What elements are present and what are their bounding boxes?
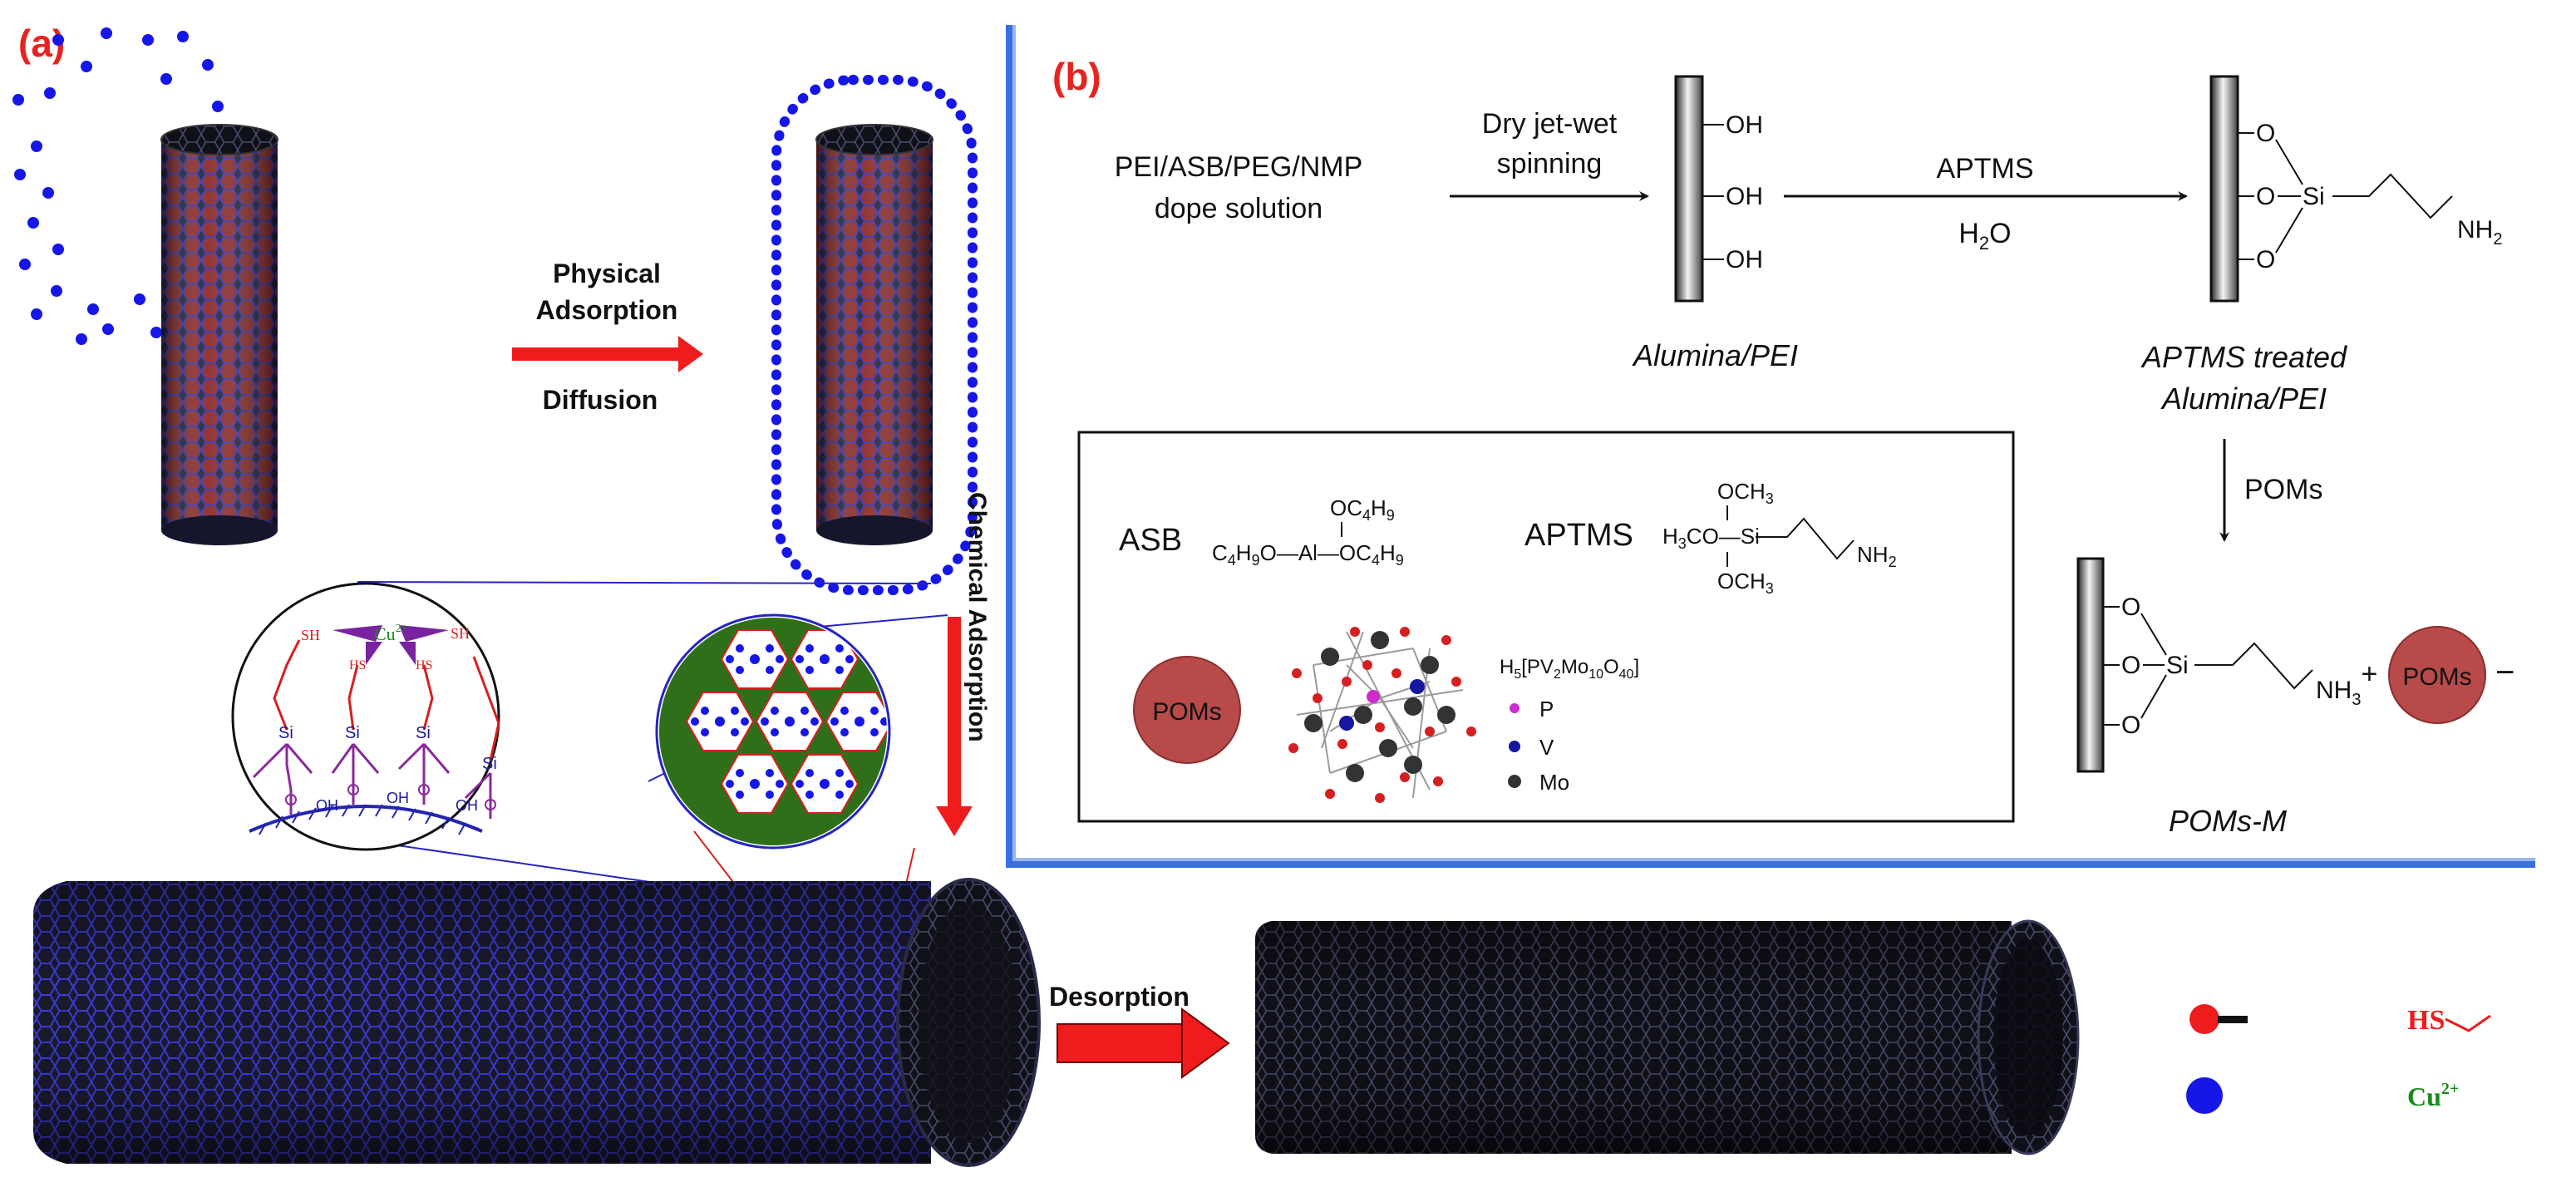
spinning-label-line2: spinning (1497, 148, 1603, 180)
poms-legend-label: POMs (1152, 698, 1221, 726)
panel-b-frame (1006, 25, 2535, 868)
arrow-label-chemical-adsorption: Chemical Adsorption (963, 492, 991, 742)
alumina-pei-label: Alumina/PEI (1632, 338, 1798, 372)
aptms-structure: OCH3 H3CO—Si OCH3 NH2 (1662, 479, 1897, 597)
aptms-structure-label: APTMS (1524, 518, 1633, 553)
desorption-label: Desorption (1049, 982, 1189, 1012)
zoom-oh-3: OH (456, 797, 478, 814)
ammonium-nh: NH (2316, 677, 2352, 704)
poms-m-si: Si (2166, 652, 2189, 679)
reagent-legend-box: ASB OC4H9 C4H9O—Al—OC4H9 APTMS OCH3 H3CO… (1077, 431, 2015, 823)
svg-text:H2O: H2O (1958, 218, 2011, 254)
oh-group-2: OH (1726, 183, 1763, 210)
poms-m-o-1: O (2121, 594, 2140, 621)
aptms-treated-membrane: O O O Si NH2 (2209, 75, 2502, 303)
arrow-label-physical: Physical (553, 259, 661, 288)
zoom-si-3: Si (416, 724, 431, 742)
loaded-membrane-large-tube (33, 878, 1041, 1167)
zoom-sh-right: SH (451, 625, 470, 642)
vanadium-key-dot (1509, 741, 1520, 752)
svg-text:OC4H9: OC4H9 (1330, 495, 1395, 524)
zoom-si-1: Si (278, 724, 293, 742)
spinning-label-line1: Dry jet-wet (1482, 108, 1618, 140)
zoom-hs-left: HS (349, 658, 366, 672)
amine-sub: 2 (2493, 230, 2502, 249)
hydroxyl-symbol (2189, 1004, 2219, 1034)
phosphorus-key-label: P (1539, 697, 1554, 722)
poms-anion-label: POMs (2402, 663, 2471, 691)
aptms-reagent-label: APTMS (1936, 153, 2033, 185)
svg-text:NH2: NH2 (1857, 542, 1897, 570)
phosphorus-key-dot (1510, 703, 1519, 713)
svg-text:OCH3: OCH3 (1717, 479, 1774, 507)
ammonium-sub: 3 (2352, 691, 2361, 709)
asb-structure: OC4H9 C4H9O—Al—OC4H9 (1212, 495, 1404, 569)
svg-text:C4H9O—Al—OC4H9: C4H9O—Al—OC4H9 (1212, 540, 1404, 569)
oh-group-3: OH (1726, 246, 1763, 273)
cu-ion-symbol (2186, 1077, 2223, 1114)
physical-adsorption-arrow: Physical Adsorption Diffusion (512, 259, 703, 415)
panel-b-label: (b) (1052, 55, 1101, 98)
poms-minus: − (2495, 654, 2514, 691)
hexagonal-pore-zoom-circle (655, 613, 891, 850)
zoom-oh-2: OH (387, 790, 409, 806)
treated-label-line1: APTMS treated (2140, 340, 2347, 374)
zoom-si-4: Si (482, 755, 497, 773)
poms-cluster-model (1288, 627, 1476, 803)
water-h: H (1958, 218, 1979, 249)
vanadium-key-label: V (1539, 735, 1554, 760)
dope-solution-line2: dope solution (1155, 193, 1322, 224)
svg-text:Cu2+: Cu2+ (374, 623, 408, 644)
o-atom-3: O (2256, 246, 2275, 273)
zoom-si-2: Si (345, 724, 360, 742)
legend-cu-label: Cu (2407, 1081, 2441, 1111)
zoom-hs-right: HS (416, 658, 432, 672)
treated-label-line2: Alumina/PEI (2160, 382, 2327, 416)
zoom-cu-text: Cu (374, 623, 396, 644)
desorption-arrow: Desorption (1049, 982, 1230, 1079)
zoom-cu-charge: 2+ (396, 623, 408, 635)
adsorbed-membrane-tube (771, 75, 978, 595)
dope-solution-line1: PEI/ASB/PEG/NMP (1115, 151, 1363, 183)
arrow-label-diffusion: Diffusion (543, 385, 658, 415)
alumina-pei-membrane: OH OH OH (1674, 75, 1763, 303)
o-atom-1: O (2256, 120, 2275, 147)
svg-text:H3CO—Si: H3CO—Si (1662, 524, 1760, 552)
legend-cu-charge: 2+ (2441, 1080, 2459, 1098)
svg-text:OCH3: OCH3 (1717, 569, 1774, 597)
legend-hs-label: HS (2407, 1005, 2445, 1036)
zoom-oh-1: OH (316, 797, 338, 814)
molybdenum-key-label: Mo (1539, 770, 1569, 795)
poms-anion (2388, 626, 2486, 724)
svg-text:NH3+: NH3+ (2316, 658, 2377, 709)
molybdenum-key-dot (1508, 775, 1521, 788)
poms-m-label: POMs-M (2169, 804, 2287, 838)
chemical-adsorption-arrow: Chemical Adsorption (936, 492, 991, 836)
poms-formula: H5[PV2Mo10O40] (1500, 656, 1639, 682)
ammonium-plus: + (2361, 658, 2377, 690)
svg-text:Cu2+: Cu2+ (2407, 1080, 2459, 1111)
asb-label: ASB (1119, 523, 1182, 558)
poms-legend-circle (1133, 656, 1241, 764)
poms-m-o-2: O (2121, 652, 2140, 679)
symbol-legend: HS Cu2+ (2186, 1004, 2491, 1114)
thiol-cu-zoom-circle: Cu2+ SH SH HS HS Si Si Si Si OH OH OH (231, 582, 500, 851)
zoom-sh-left: SH (301, 627, 320, 643)
oh-group-1: OH (1726, 111, 1763, 139)
regenerated-membrane-tube (1255, 919, 2080, 1155)
water-o: O (1989, 218, 2011, 249)
arrow-label-adsorption: Adsorption (536, 295, 678, 325)
svg-text:NH2: NH2 (2457, 216, 2502, 249)
poms-reagent-label: POMs (2244, 474, 2322, 505)
poms-m-o-3: O (2121, 712, 2140, 739)
si-atom: Si (2303, 183, 2325, 210)
o-atom-2: O (2256, 183, 2275, 210)
amine-nh: NH (2457, 216, 2493, 244)
raw-membrane-tube (160, 124, 278, 545)
poms-m-membrane: O O O Si NH3+ POMs − (2076, 557, 2514, 773)
water-sub: 2 (1979, 233, 1989, 254)
